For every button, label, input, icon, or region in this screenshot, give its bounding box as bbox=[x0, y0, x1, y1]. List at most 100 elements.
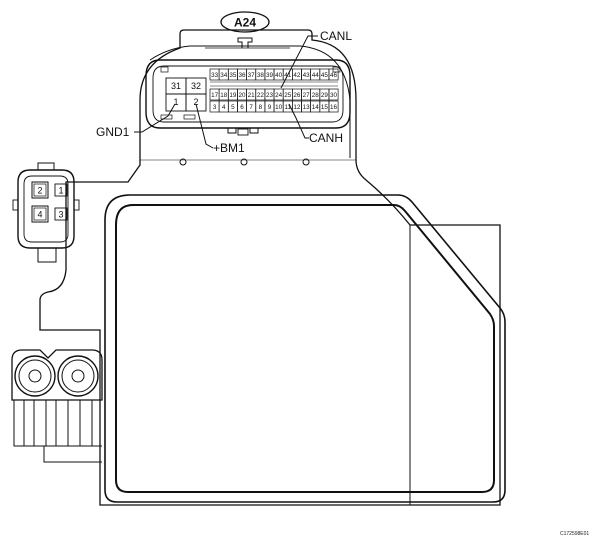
main-connector-inner-shell bbox=[152, 65, 344, 123]
side-pin-2: 2 bbox=[37, 186, 42, 196]
side-pin-4: 4 bbox=[37, 210, 42, 220]
pin-lower-label: 16 bbox=[330, 104, 338, 111]
mount-hole-center bbox=[240, 158, 248, 166]
terminal-housing bbox=[11, 349, 103, 401]
side-connector: 2 1 4 3 bbox=[12, 162, 80, 263]
main-connector-shell bbox=[145, 59, 351, 129]
side-connector-shell bbox=[17, 169, 75, 249]
pin-lower-label: 14 bbox=[312, 104, 320, 111]
power-terminals bbox=[11, 349, 103, 463]
pin-upper-label: 33 bbox=[211, 72, 219, 79]
pin-middle-cell bbox=[328, 88, 339, 101]
module-housing-outline bbox=[39, 29, 501, 506]
pin-upper-label: 42 bbox=[293, 72, 301, 79]
pin-lower-label: 15 bbox=[321, 104, 329, 111]
pin-upper-label: 44 bbox=[312, 72, 320, 79]
big-pin-1: 1 bbox=[173, 97, 178, 107]
terminal-left-ring bbox=[18, 359, 52, 393]
big-pin-2-box bbox=[185, 93, 207, 112]
pin-middle-label: 19 bbox=[229, 92, 237, 99]
pin-upper-label: 34 bbox=[220, 72, 228, 79]
pin-lower-label: 11 bbox=[285, 104, 292, 111]
side-connector-stem bbox=[37, 248, 57, 263]
pin-upper-label: 46 bbox=[330, 72, 338, 79]
side-pin-2-inner bbox=[33, 183, 47, 197]
big-pin-31: 31 bbox=[171, 81, 181, 91]
bm1-leader bbox=[195, 103, 214, 149]
connector-slot bbox=[183, 114, 196, 120]
canl-label: CANL bbox=[320, 29, 352, 43]
pin-upper-label: 35 bbox=[229, 72, 237, 79]
side-connector-tab-left bbox=[12, 199, 19, 211]
pin-upper-label: 36 bbox=[239, 72, 247, 79]
pin-lower-label: 7 bbox=[249, 104, 253, 111]
side-pin-4-box bbox=[31, 205, 49, 223]
connector-latch-top bbox=[237, 37, 253, 48]
pin-middle-label: 23 bbox=[266, 92, 274, 99]
terminal-right-ring bbox=[61, 359, 95, 393]
pin-middle-label: 18 bbox=[220, 92, 228, 99]
connector-slot bbox=[160, 114, 173, 120]
pin-lower-cell bbox=[328, 100, 339, 113]
connector-bottom-tab bbox=[237, 128, 249, 136]
side-pin-3: 3 bbox=[58, 210, 63, 220]
pin-upper-label: 39 bbox=[266, 72, 274, 79]
pin-lower-label: 5 bbox=[231, 104, 235, 111]
canl-leader bbox=[280, 35, 318, 89]
side-pin-4-inner bbox=[33, 207, 47, 221]
pin-middle-label: 29 bbox=[321, 92, 329, 99]
connector-slot bbox=[160, 66, 169, 73]
pin-lower-label: 10 bbox=[275, 104, 283, 111]
side-pin-2-box bbox=[31, 181, 49, 199]
terminal-ribs bbox=[13, 400, 102, 463]
pin-middle-label: 26 bbox=[293, 92, 301, 99]
pin-lower-label: 13 bbox=[303, 104, 311, 111]
pin-lower-label: 9 bbox=[268, 104, 272, 111]
side-pin-1-box bbox=[54, 183, 68, 197]
pin-middle-label: 27 bbox=[303, 92, 311, 99]
cover-panel-outer bbox=[104, 194, 506, 503]
pin-middle-label: 17 bbox=[211, 92, 219, 99]
pin-lower-label: 8 bbox=[259, 104, 263, 111]
gnd1-leader bbox=[134, 103, 176, 133]
connector-label-text: A24 bbox=[234, 16, 256, 30]
side-pin-3-box bbox=[54, 207, 68, 221]
gnd1-label: GND1 bbox=[96, 125, 130, 139]
side-connector-tab-right bbox=[73, 199, 80, 211]
terminal-right-outer bbox=[57, 355, 99, 397]
connector-slot bbox=[332, 66, 341, 73]
pin-lower-label: 12 bbox=[293, 104, 301, 111]
side-connector-inner bbox=[23, 175, 69, 243]
pin-middle-label: 24 bbox=[275, 92, 283, 99]
pin-middle-label: 28 bbox=[312, 92, 320, 99]
connector-latch-bottom bbox=[227, 128, 259, 134]
big-pin-block: 31 32 1 2 bbox=[165, 77, 207, 112]
pin-upper-label: 45 bbox=[321, 72, 329, 79]
pin-upper-cell bbox=[328, 68, 339, 81]
pin-lower-label: 4 bbox=[222, 104, 226, 111]
side-connector-latch bbox=[37, 162, 55, 171]
terminal-right-bolt bbox=[71, 369, 85, 383]
pin-upper-label: 38 bbox=[257, 72, 265, 79]
pin-upper-label: 37 bbox=[248, 72, 256, 79]
pin-middle-label: 22 bbox=[257, 92, 265, 99]
pin-upper-label: 40 bbox=[275, 72, 283, 79]
figure-reference: C172598E01 bbox=[560, 531, 589, 537]
connector-label: A24 bbox=[220, 11, 270, 33]
big-pin-2: 2 bbox=[193, 97, 198, 107]
mount-hole-left bbox=[179, 158, 187, 166]
pin-middle-label: 21 bbox=[248, 92, 256, 99]
terminal-left-outer bbox=[14, 355, 56, 397]
canh-label: CANH bbox=[309, 131, 343, 145]
bm1-label: +BM1 bbox=[213, 141, 245, 155]
terminal-left-bolt bbox=[28, 369, 42, 383]
canh-leader bbox=[288, 103, 309, 139]
cover-panel-inner bbox=[115, 204, 495, 493]
pin-upper-label: 43 bbox=[303, 72, 311, 79]
module-inner-outline bbox=[149, 45, 351, 158]
pin-middle-label: 25 bbox=[284, 92, 292, 99]
pin-lower-label: 3 bbox=[213, 104, 217, 111]
